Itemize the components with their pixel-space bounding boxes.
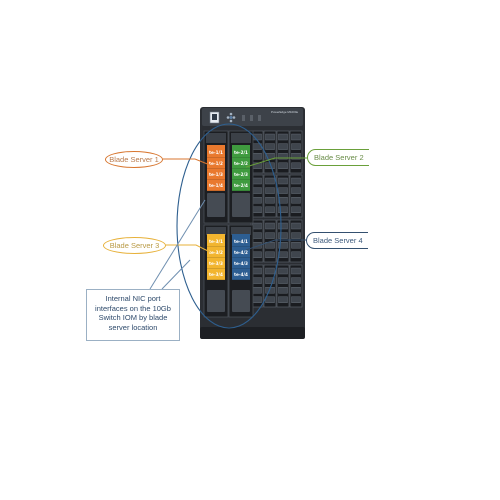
port-label: te-4/3	[234, 261, 248, 266]
drive-bay	[289, 130, 303, 174]
port-block-server2: te-2/1 te-2/2 te-2/3 te-2/4	[232, 145, 250, 191]
port-block-server3: te-3/1 te-3/2 te-3/3 te-3/4	[207, 234, 225, 280]
drive-bay	[263, 174, 277, 218]
chassis-brand-label: PowerEdge M1000e	[271, 110, 299, 114]
drive-bay	[263, 219, 277, 263]
port-label: te-3/4	[209, 272, 223, 277]
callout-blade-server-2: Blade Server 2	[307, 149, 369, 166]
port-label: te-3/2	[209, 250, 223, 255]
connector-server1	[163, 158, 211, 166]
connector-server4	[245, 239, 306, 251]
navigation-buttons-icon	[226, 112, 236, 123]
callout-label: Blade Server 3	[109, 240, 160, 250]
port-block-server4: te-4/1 te-4/2 te-4/3 te-4/4	[232, 234, 250, 280]
callout-label: Blade Server 1	[109, 154, 159, 164]
callout-blade-server-4: Blade Server 4	[306, 232, 368, 249]
drive-bay	[250, 264, 264, 308]
port-label: te-2/3	[234, 172, 248, 177]
port-label: te-3/3	[209, 261, 223, 266]
drive-bay	[263, 264, 277, 308]
highlight-ellipse	[176, 123, 282, 329]
port-label: te-2/2	[234, 161, 248, 166]
callout-label: Blade Server 2	[314, 152, 364, 162]
connector-server3	[166, 244, 211, 253]
connector-note	[149, 199, 206, 290]
port-label: te-3/1	[209, 239, 223, 244]
chassis-bottom-base	[200, 327, 305, 339]
drive-bay	[276, 264, 290, 308]
port-block-server1: te-1/1 te-1/2 te-1/3 te-1/4	[207, 145, 225, 191]
connector-server2	[245, 157, 307, 168]
drive-bay	[276, 219, 290, 263]
drive-bay	[289, 174, 303, 218]
blade-handles	[207, 193, 250, 312]
callout-blade-server-3: Blade Server 3	[103, 237, 166, 254]
drive-bay	[289, 264, 303, 308]
port-label: te-4/1	[234, 239, 248, 244]
port-label: te-1/2	[209, 161, 223, 166]
port-label: te-1/3	[209, 172, 223, 177]
drive-bay-grid	[250, 130, 303, 308]
port-label: te-1/4	[209, 183, 223, 188]
drive-bay	[276, 130, 290, 174]
vent-marks	[242, 115, 261, 121]
callout-label: Blade Server 4	[313, 235, 363, 245]
drive-bay	[263, 130, 277, 174]
nic-port-note: Internal NIC port interfaces on the 10Gb…	[86, 289, 180, 341]
callout-connectors	[149, 157, 307, 290]
port-label: te-4/2	[234, 250, 248, 255]
port-label: te-1/1	[209, 150, 223, 155]
port-label-blocks: te-1/1te-1/2te-1/3te-1/4te-2/1te-2/2te-2…	[207, 145, 250, 280]
drive-bay	[289, 219, 303, 263]
connector-note-2	[161, 259, 191, 290]
callout-blade-server-1: Blade Server 1	[105, 151, 163, 168]
port-label: te-2/1	[234, 150, 248, 155]
port-label: te-4/4	[234, 272, 248, 277]
port-label: te-2/4	[234, 183, 248, 188]
